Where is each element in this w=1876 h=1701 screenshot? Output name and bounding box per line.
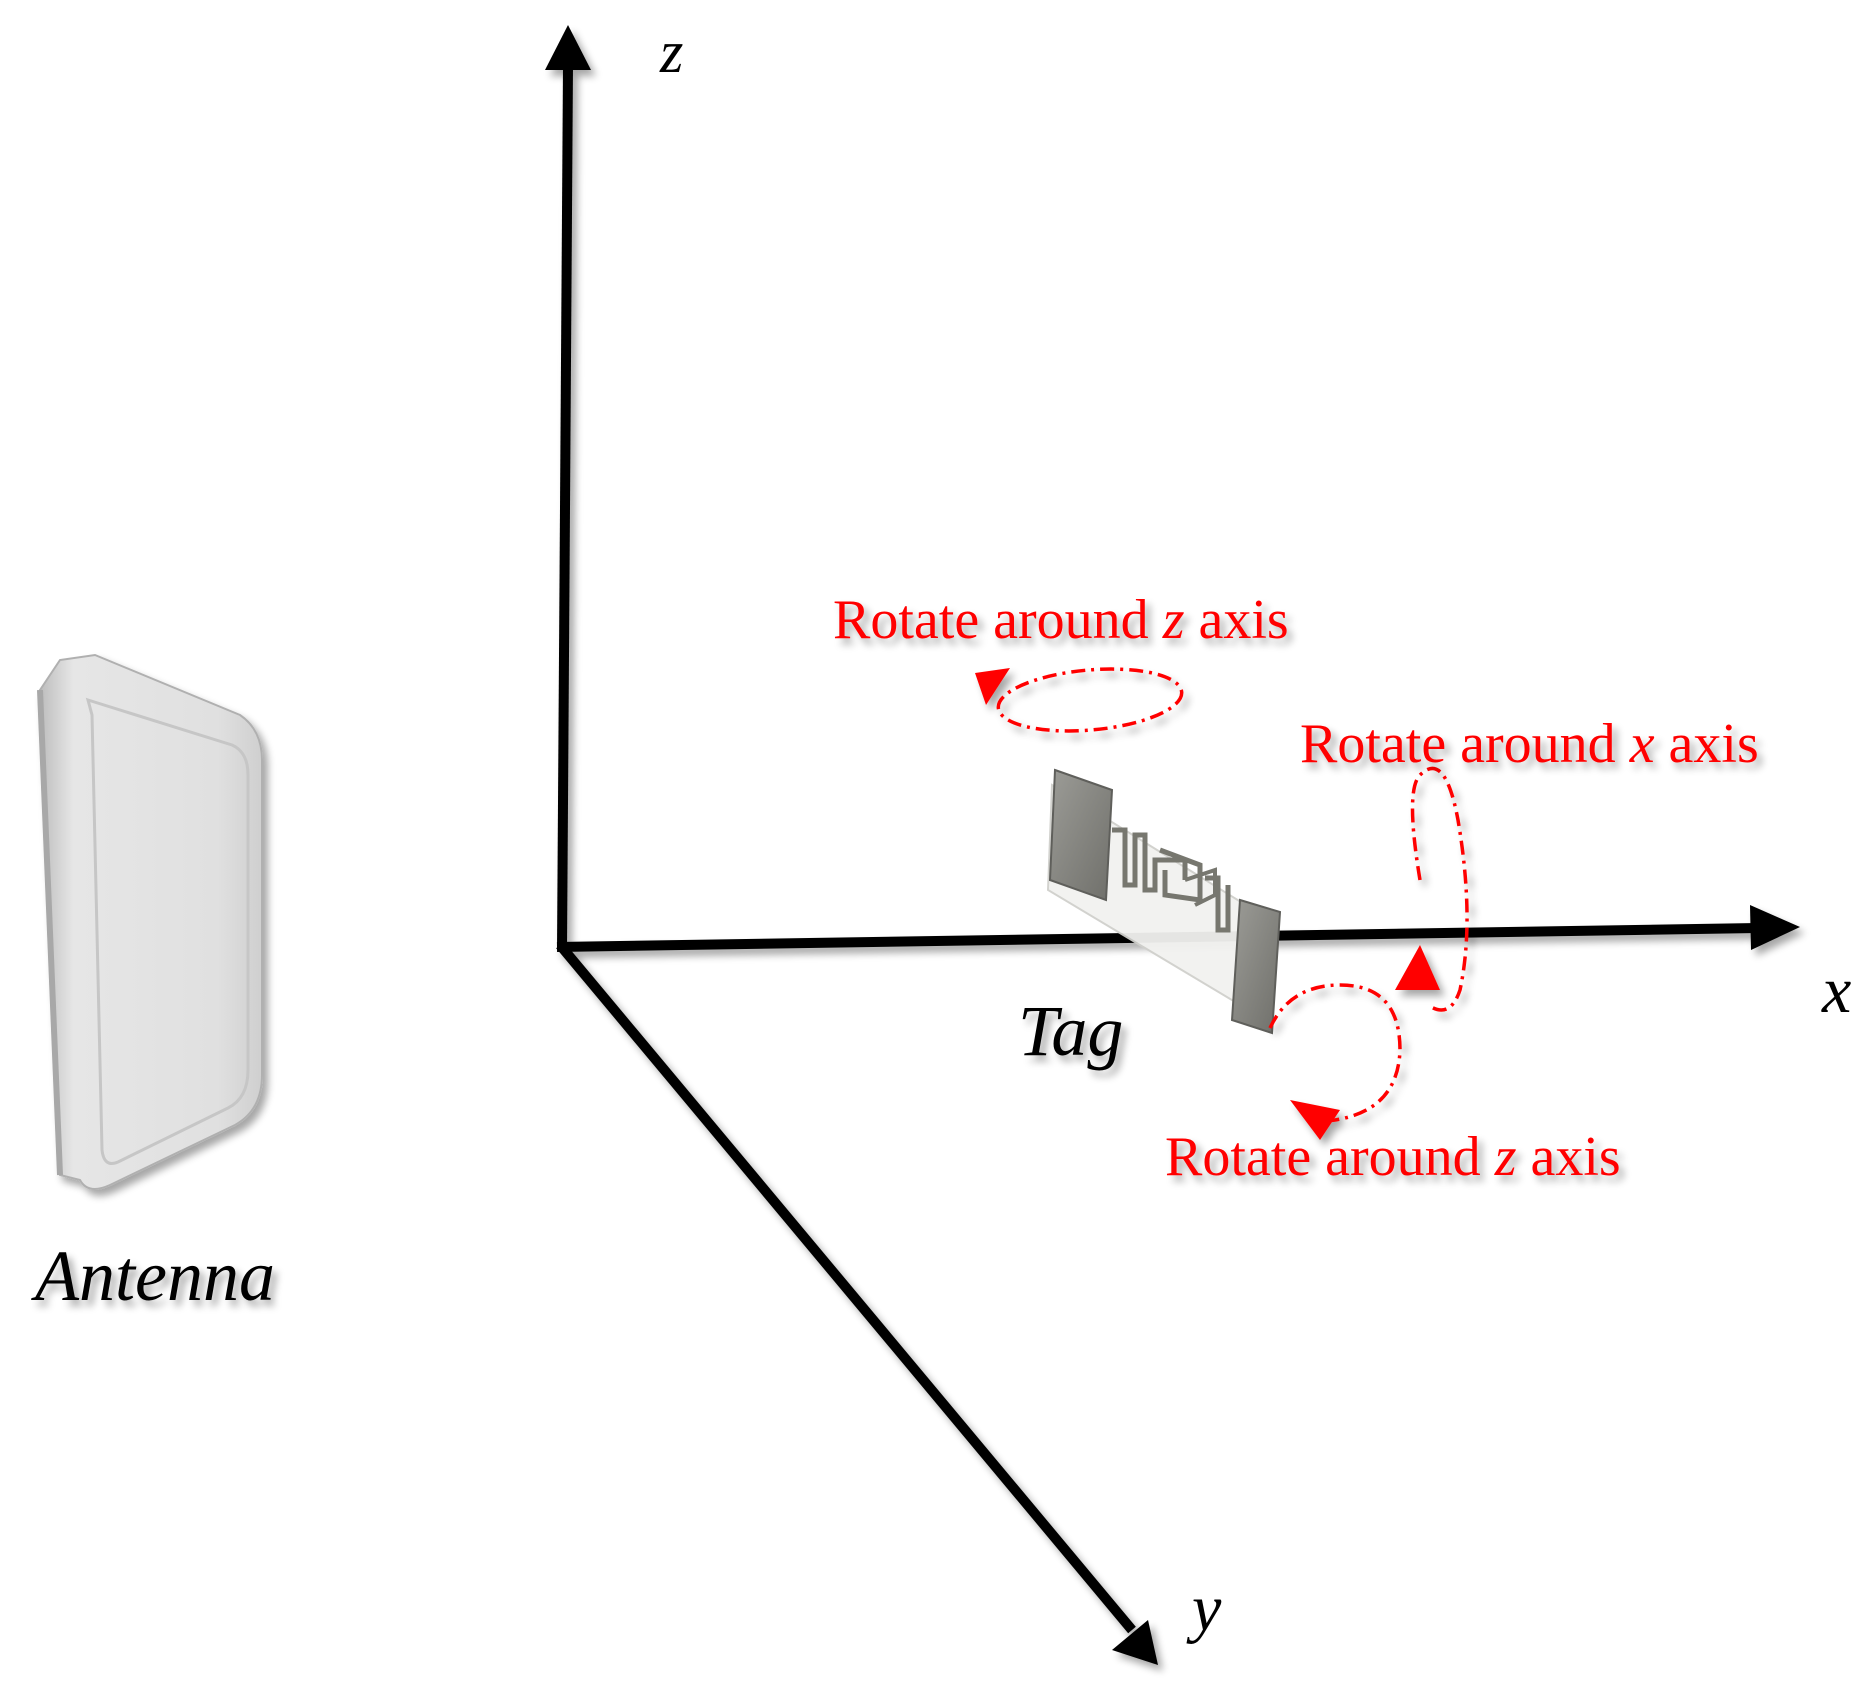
y-axis-arrowhead	[1112, 1620, 1158, 1665]
rotate-z-top-label: Rotate around z axis	[833, 589, 1289, 651]
x-axis-arrowhead	[1750, 905, 1800, 950]
rotate-z-bottom-indicator	[1268, 983, 1402, 1140]
rotate-x-prefix: Rotate around	[1300, 713, 1630, 775]
z-axis-label: z	[659, 19, 683, 85]
rotate-x-suffix: axis	[1655, 713, 1759, 775]
rotate-z-bottom-axis: z	[1494, 1126, 1517, 1188]
rotate-z-top-prefix: Rotate around	[833, 589, 1163, 651]
z-axis-line	[557, 64, 573, 951]
rotate-z-bottom-arrowhead	[1290, 1100, 1340, 1140]
coordinate-axes	[545, 25, 1800, 1665]
rotate-z-bottom-label: Rotate around z axis	[1165, 1126, 1621, 1188]
rotate-z-top-axis: z	[1162, 589, 1185, 651]
x-axis-label: x	[1821, 954, 1851, 1027]
rotate-z-top-indicator	[975, 667, 1184, 733]
z-axis-arrowhead	[545, 25, 591, 70]
rotate-x-axis: x	[1629, 713, 1655, 775]
antenna-label: Antenna	[31, 1236, 275, 1316]
rotate-z-bottom-prefix: Rotate around	[1165, 1126, 1495, 1188]
rotate-x-indicator	[1395, 766, 1469, 1012]
y-axis-label: y	[1186, 1572, 1222, 1645]
rotate-x-arrowhead	[1395, 945, 1440, 990]
rotate-z-top-suffix: axis	[1184, 589, 1288, 651]
y-axis-line	[556, 941, 1136, 1634]
rfid-tag-image	[1046, 768, 1282, 1035]
rotate-x-label: Rotate around x axis	[1300, 713, 1759, 775]
antenna-image	[37, 653, 263, 1190]
tag-label: Tag	[1018, 991, 1123, 1071]
rotate-z-top-arrowhead	[975, 668, 1010, 705]
rotate-z-bottom-suffix: axis	[1516, 1126, 1620, 1188]
